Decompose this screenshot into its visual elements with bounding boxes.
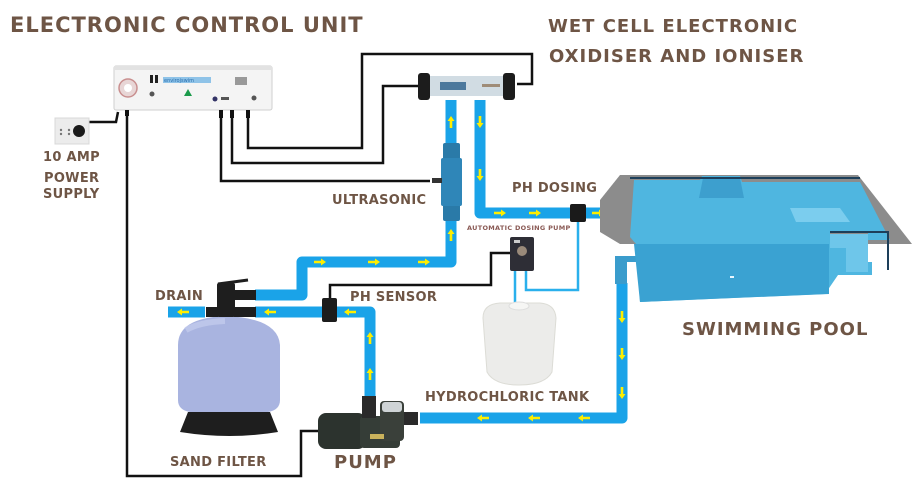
ph-sensor-cable — [328, 251, 510, 298]
flow-arrow-right — [368, 258, 380, 266]
flow-arrow-down — [618, 348, 626, 360]
flow-arrow-down — [618, 311, 626, 323]
hydrochloric-tank-label: HYDROCHLORIC TANK — [425, 390, 590, 405]
power-outlet — [54, 117, 90, 145]
flow-arrow-up — [366, 368, 374, 380]
cell-cable-1 — [246, 52, 534, 150]
flow-arrow-left — [477, 414, 489, 422]
sand-filter-label: SAND FILTER — [170, 455, 267, 470]
pool-skimmer-pipe — [615, 256, 627, 284]
ultrasonic-cable — [219, 114, 430, 183]
sand-filter[interactable] — [178, 278, 280, 436]
power-cable — [78, 111, 120, 124]
ph-dosing-label: PH DOSING — [512, 181, 598, 196]
wet-cell[interactable] — [418, 73, 515, 100]
flow-arrow-left — [177, 308, 189, 316]
wet-cell-label-line2: OXIDISER AND IONISER — [549, 46, 805, 67]
dosing-pump-label: AUTOMATIC DOSING PUMP — [467, 224, 571, 232]
control-unit[interactable]: envirojswim — [113, 65, 273, 118]
dosing-tube-injector — [524, 222, 580, 292]
flow-arrow-up — [447, 116, 455, 128]
ph-sensor-body — [322, 298, 337, 322]
wet-cell-tube — [426, 76, 508, 96]
ph-sensor-label: PH SENSOR — [350, 290, 438, 305]
power-supply-label-line1: 10 AMP — [43, 150, 100, 165]
flow-arrow-down — [476, 116, 484, 128]
flow-arrow-down — [618, 387, 626, 399]
wet-cell-cap-left — [418, 73, 430, 100]
plug-icon — [73, 125, 85, 137]
flow-arrow-left — [344, 308, 356, 316]
cell-cable-2 — [230, 84, 418, 165]
drain-label: DRAIN — [155, 289, 204, 304]
power-supply-label-line2: POWER — [44, 171, 100, 186]
control-wiring — [78, 52, 534, 478]
power-supply-label-line3: SUPPLY — [43, 187, 100, 202]
control-unit-label: ELECTRONIC CONTROL UNIT — [10, 13, 364, 37]
flow-arrow-left — [578, 414, 590, 422]
brand-text: envirojswim — [164, 78, 194, 84]
flow-arrow-right — [529, 209, 541, 217]
swimming-pool-label: SWIMMING POOL — [682, 319, 869, 340]
display-panel — [235, 77, 247, 85]
flow-arrow-right — [494, 209, 506, 217]
status-led-icon — [184, 89, 192, 96]
multiport-valve — [217, 283, 235, 317]
ph-sensor[interactable] — [322, 298, 337, 322]
flow-arrow-left — [264, 308, 276, 316]
filter-tank — [178, 316, 280, 412]
pump-motor — [318, 413, 366, 449]
automatic-dosing-pump[interactable] — [510, 237, 534, 271]
flow-arrow-up — [366, 332, 374, 344]
brand-logo — [163, 77, 211, 83]
pipe-cell-to-pool — [474, 100, 610, 219]
swimming-pool[interactable] — [600, 175, 912, 302]
injector-body — [570, 204, 586, 222]
flow-arrow-down — [476, 169, 484, 181]
hydrochloric-tank[interactable] — [482, 301, 557, 386]
wet-cell-cap-right — [503, 73, 515, 100]
connector-icon — [251, 95, 257, 101]
pump-cable — [125, 113, 318, 478]
pool-pump[interactable] — [318, 396, 418, 449]
tank-body — [482, 302, 557, 386]
ph-dosing-injector[interactable] — [570, 204, 586, 222]
flow-arrow-right — [314, 258, 326, 266]
power-switch-icon[interactable] — [149, 91, 155, 97]
ultrasonic-label: ULTRASONIC — [332, 193, 427, 208]
flow-arrow-left — [528, 414, 540, 422]
wet-cell-label-line1: WET CELL ELECTRONIC — [548, 16, 799, 37]
pump-label: PUMP — [334, 452, 397, 473]
flow-arrow-up — [447, 229, 455, 241]
ultrasonic-unit[interactable] — [432, 143, 462, 221]
filter-base — [180, 412, 278, 436]
flow-arrow-right — [418, 258, 430, 266]
